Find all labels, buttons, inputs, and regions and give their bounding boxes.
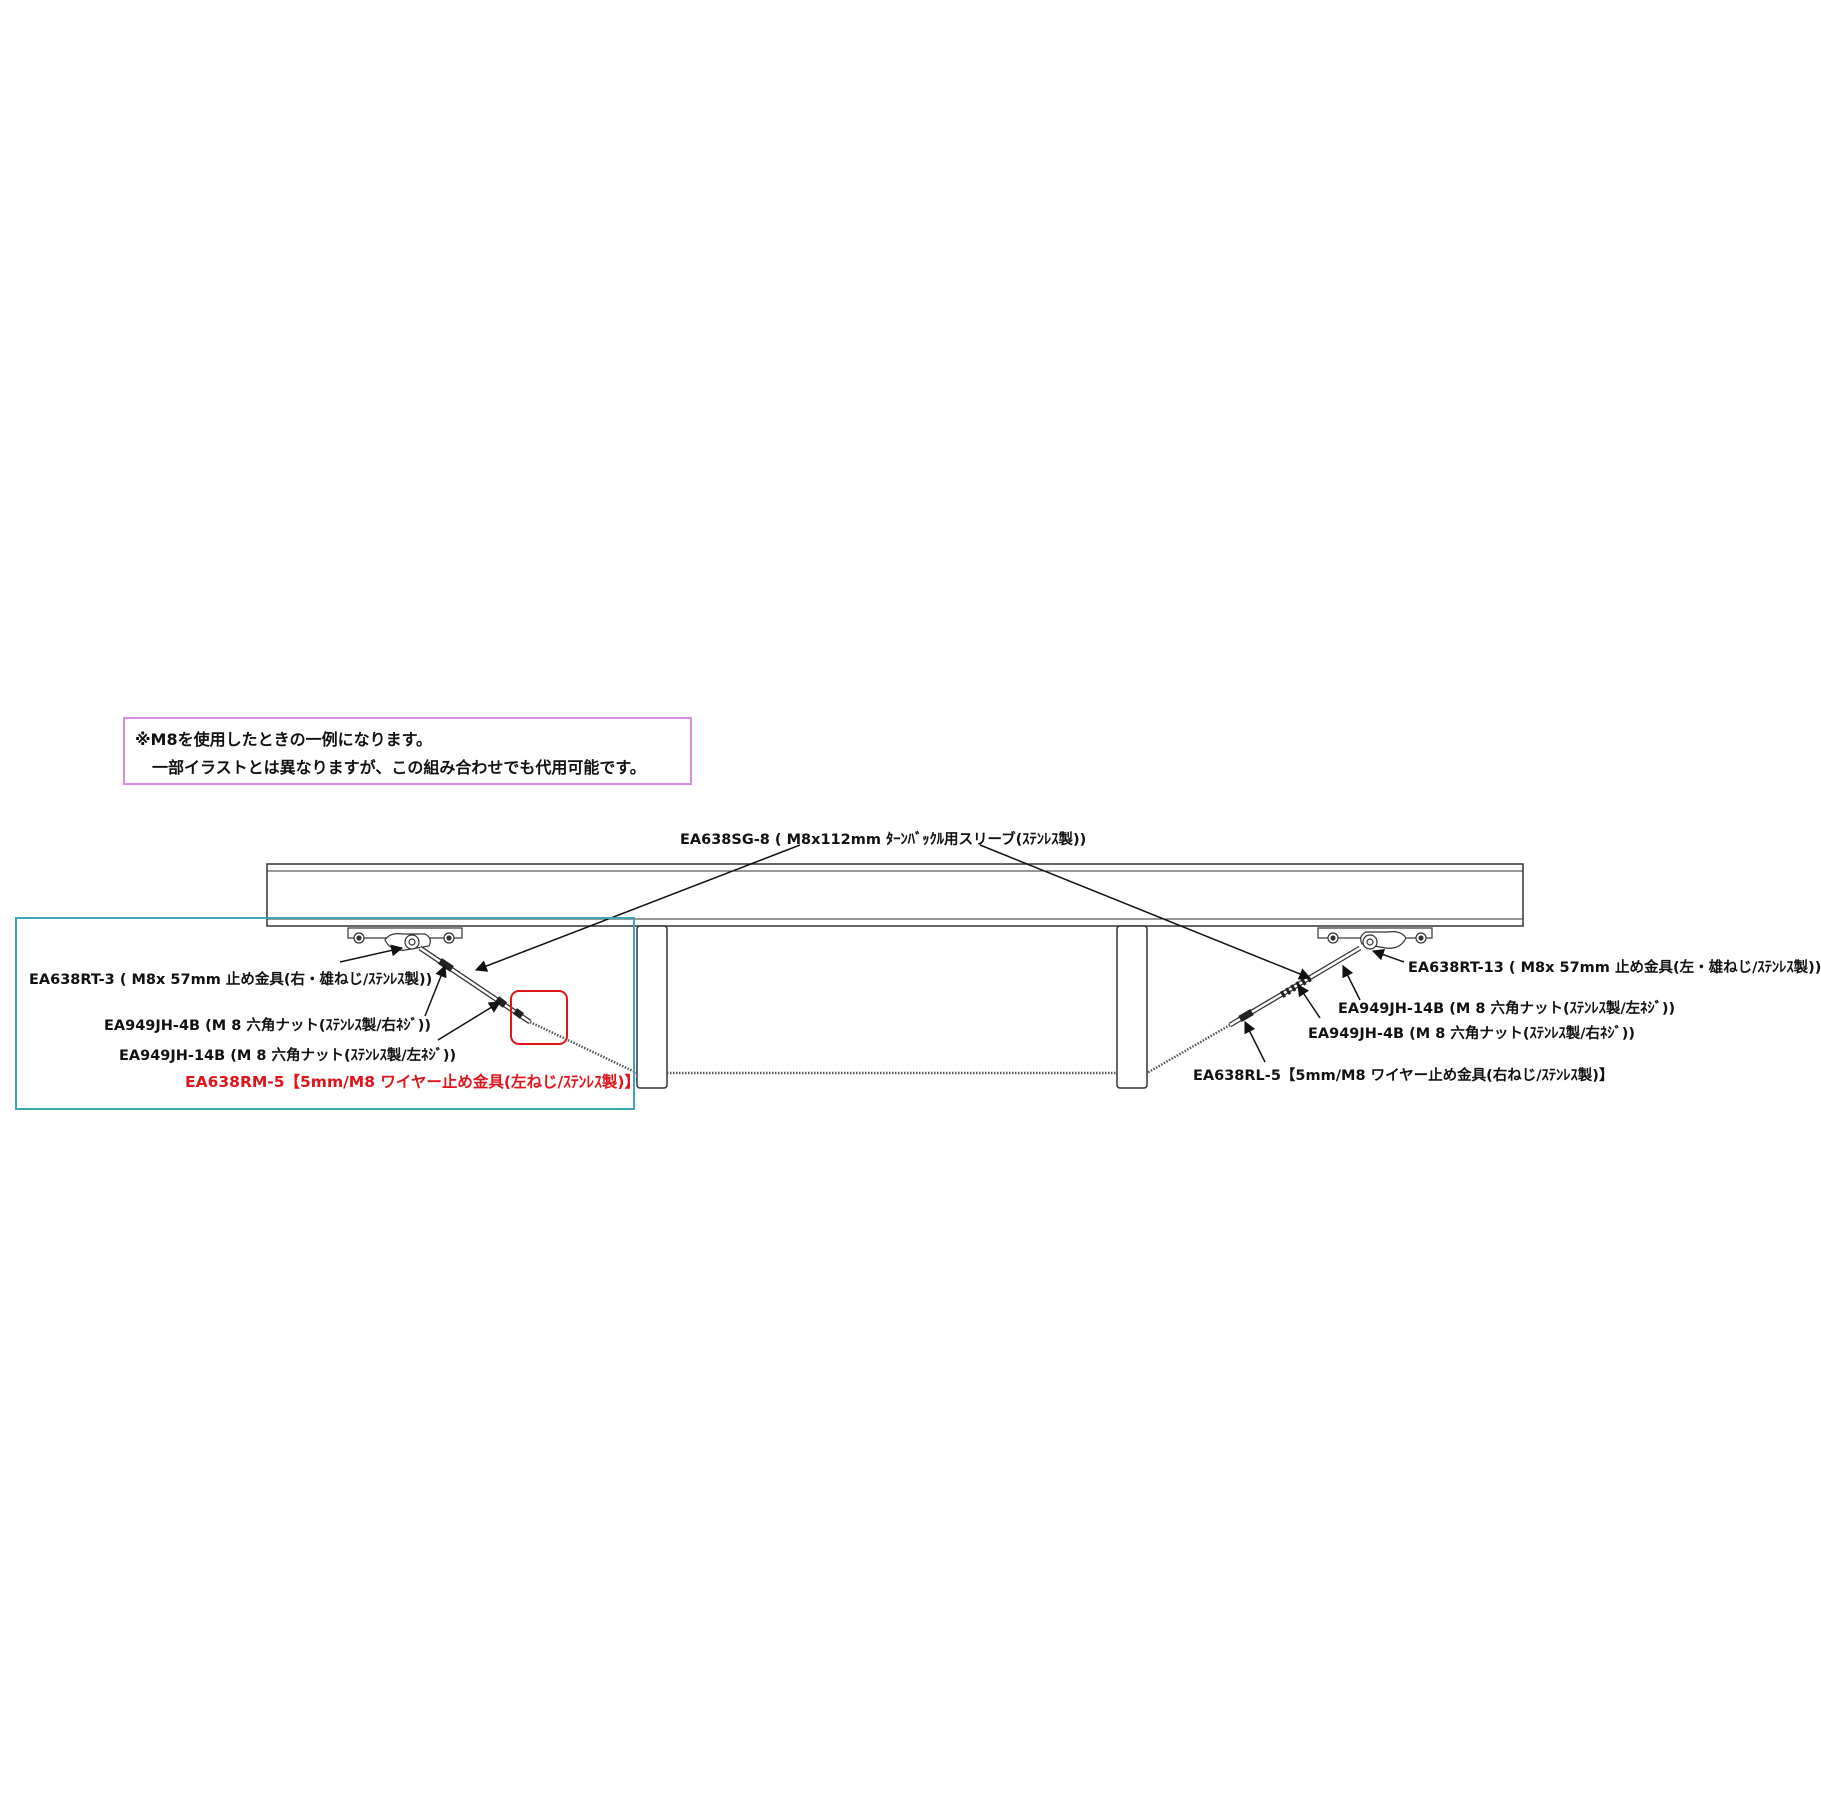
arrow-right-nut-4b <box>1297 984 1321 1019</box>
arrow-sleeve-right <box>979 844 1312 980</box>
bracket-left <box>347 927 463 951</box>
label-right-wire-stop: EA638RL-5【5mm/M8 ワイヤー止め金具(右ねじ/ｽﾃﾝﾚｽ製)】 <box>1193 1068 1614 1084</box>
label-left-nut-14b: EA949JH-14B (M 8 六角ナット(ｽﾃﾝﾚｽ製/左ﾈｼﾞ)) <box>119 1048 457 1064</box>
turnbuckle-right <box>1146 945 1362 1075</box>
label-right-nut-14b: EA949JH-14B (M 8 六角ナット(ｽﾃﾝﾚｽ製/左ﾈｼﾞ)) <box>1338 1001 1676 1017</box>
label-right-nut-4b: EA949JH-4B (M 8 六角ナット(ｽﾃﾝﾚｽ製/右ﾈｼﾞ)) <box>1308 1026 1636 1042</box>
label-left-wire-stop: EA638RM-5【5mm/M8 ワイヤー止め金具(左ねじ/ｽﾃﾝﾚｽ製)】 <box>185 1073 640 1091</box>
arrow-right-stop <box>1371 948 1405 963</box>
label-right-stop: EA638RT-13 ( M8x 57mm 止め金具(左・雄ねじ/ｽﾃﾝﾚｽ製)… <box>1408 960 1821 976</box>
note-box <box>123 717 692 785</box>
arrow-right-wire-stop <box>1244 1020 1266 1063</box>
table-leg-right <box>1116 925 1148 1089</box>
left-detail-box <box>15 917 635 1110</box>
arrow-sleeve-left <box>474 844 801 972</box>
table-leg-left <box>636 925 668 1089</box>
label-left-stop: EA638RT-3 ( M8x 57mm 止め金具(右・雄ねじ/ｽﾃﾝﾚｽ製)) <box>29 972 433 988</box>
arrow-left-nut-14b <box>437 1001 502 1041</box>
bracket-right <box>1317 927 1433 950</box>
note-line-1: ※M8を使用したときの一例になります。 <box>135 730 433 749</box>
arrow-right-nut-14b <box>1342 964 1361 1001</box>
arrow-left-nut-4b <box>424 964 447 1017</box>
note-line-2: 一部イラストとは異なりますが、この組み合わせでも代用可能です。 <box>152 758 646 777</box>
arrow-left-stop <box>339 944 404 963</box>
highlight-box <box>510 990 568 1045</box>
label-left-nut-4b: EA949JH-4B (M 8 六角ナット(ｽﾃﾝﾚｽ製/右ﾈｼﾞ)) <box>104 1018 432 1034</box>
label-sleeve: EA638SG-8 ( M8x112mm ﾀｰﾝﾊﾞｯｸﾙ用スリーブ(ｽﾃﾝﾚｽ… <box>680 832 1087 848</box>
leader-arrows <box>339 844 1405 1063</box>
table-top <box>266 863 1524 927</box>
